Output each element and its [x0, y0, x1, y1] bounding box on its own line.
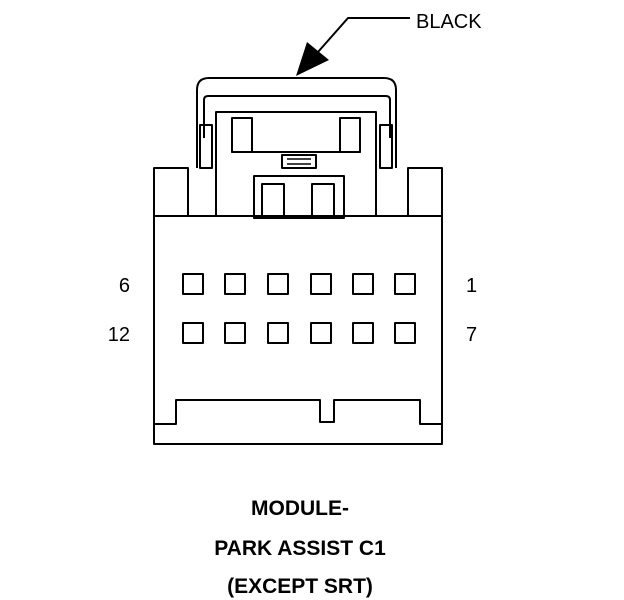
caption-line-1: MODULE- [251, 497, 349, 520]
cavity-pin-2 [352, 273, 374, 295]
cavity-pin-6 [182, 273, 204, 295]
color-label: BLACK [416, 11, 482, 33]
connector-housing [153, 77, 443, 445]
cavity-pin-5 [224, 273, 246, 295]
right-shoulder [407, 167, 443, 217]
left-shoulder [153, 167, 189, 217]
pin-number-12: 12 [107, 324, 130, 346]
cavity-pin-4 [267, 273, 289, 295]
cavity-pin-9 [310, 322, 332, 344]
pin-number-6: 6 [118, 275, 130, 297]
callout-arrowhead [296, 42, 329, 76]
cavity-pin-11 [224, 322, 246, 344]
cavity-pin-10 [267, 322, 289, 344]
cavity-pin-3 [310, 273, 332, 295]
cavity-pin-12 [182, 322, 204, 344]
lock-receptacle-right [311, 183, 335, 219]
caption-line-2: PARK ASSIST C1 [214, 537, 386, 560]
caption-line-3: (EXCEPT SRT) [227, 575, 373, 598]
pin-number-7: 7 [466, 324, 478, 346]
cavity-pin-1 [394, 273, 416, 295]
lock-window [281, 154, 317, 169]
callout-leader [296, 17, 410, 76]
terminal-cavities [182, 273, 416, 344]
lock-receptacle-left [261, 183, 285, 219]
cavity-pin-8 [352, 322, 374, 344]
locking-latch [196, 77, 397, 168]
pin-number-1: 1 [466, 275, 478, 297]
keying-rail [154, 399, 442, 425]
cavity-pin-7 [394, 322, 416, 344]
connector-body [153, 215, 443, 445]
